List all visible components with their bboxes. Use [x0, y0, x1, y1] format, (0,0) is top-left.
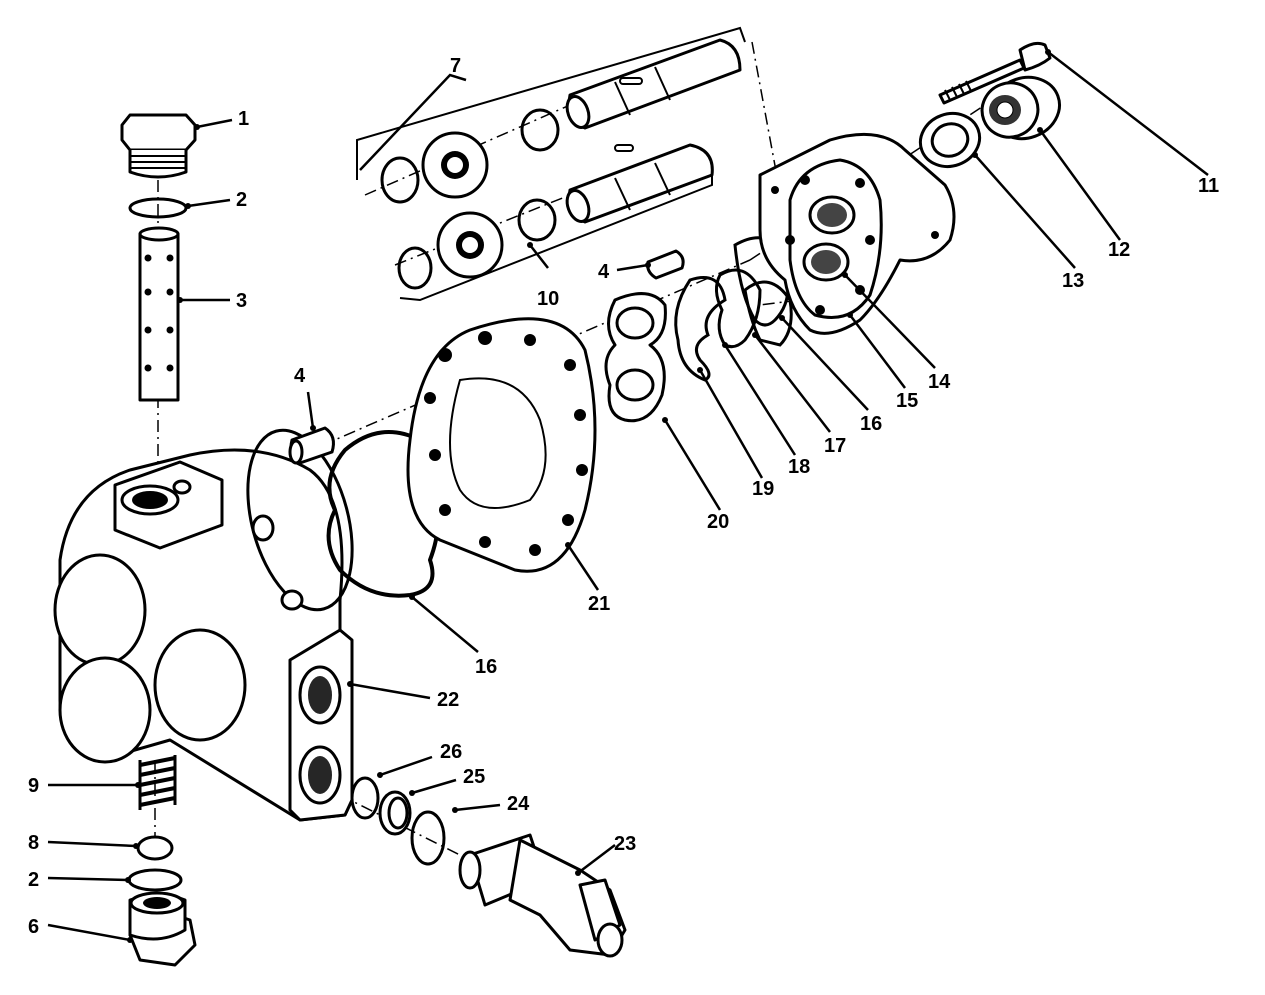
callout-13: 13	[1062, 270, 1084, 292]
ring-part-18	[715, 268, 762, 349]
dowel-part-4-right	[646, 249, 685, 280]
cartridge-valve-part-23	[458, 833, 627, 958]
callout-14: 14	[928, 371, 951, 393]
callout-16-left: 16	[475, 656, 497, 678]
callout-leaders	[47, 49, 1209, 943]
callout-16-right: 16	[860, 413, 882, 435]
callout-24: 24	[507, 793, 530, 815]
callout-4-right: 4	[598, 261, 610, 283]
callout-2-bottom: 2	[28, 869, 39, 891]
o-ring-part-2-bottom	[127, 868, 183, 892]
callout-9: 9	[28, 775, 39, 797]
callout-6: 6	[28, 916, 39, 938]
callout-17: 17	[824, 435, 846, 457]
callout-23: 23	[614, 833, 636, 855]
callout-19: 19	[752, 478, 774, 500]
pump-body-part-22	[53, 428, 354, 822]
bolt-part-11	[938, 41, 1052, 105]
cover-part-15	[758, 132, 956, 335]
callout-4-left: 4	[294, 365, 306, 387]
bearing-part-12	[980, 75, 1061, 141]
callout-8: 8	[28, 832, 39, 854]
callout-3: 3	[236, 290, 247, 312]
wear-plate-part-20	[604, 292, 667, 423]
ring-part-25	[378, 790, 412, 836]
plug-part-1	[120, 113, 197, 179]
callout-20: 20	[707, 511, 729, 533]
gear-kit-part-10	[397, 143, 714, 302]
callout-12: 12	[1108, 239, 1130, 261]
callout-18: 18	[788, 456, 810, 478]
callout-21: 21	[588, 593, 610, 615]
sleeve-part-3	[138, 226, 180, 402]
ring-part-24	[410, 810, 446, 866]
poppet-part-8	[136, 835, 174, 861]
callout-10: 10	[537, 288, 559, 310]
callout-11: 11	[1198, 175, 1219, 197]
dowel-part-4-left	[288, 426, 335, 465]
callout-7: 7	[450, 55, 461, 77]
housing-part-21	[406, 317, 597, 573]
ring-part-26	[350, 776, 380, 820]
seal-part-19	[674, 276, 727, 382]
plug-part-6	[128, 891, 197, 967]
gear-kit-part-7	[356, 26, 746, 204]
seal-part-17	[743, 280, 793, 347]
callout-26: 26	[440, 741, 462, 763]
callout-labels: 1 2 3 4 4 6 2 8 9 7 10 11 12 13 14 15 16…	[28, 55, 1219, 938]
callout-2-top: 2	[236, 189, 247, 211]
washer-part-13	[918, 112, 982, 168]
callout-1: 1	[238, 108, 249, 130]
callout-25: 25	[463, 766, 485, 788]
spring-part-9	[138, 755, 177, 810]
callout-22: 22	[437, 689, 459, 711]
callout-15: 15	[896, 390, 918, 412]
